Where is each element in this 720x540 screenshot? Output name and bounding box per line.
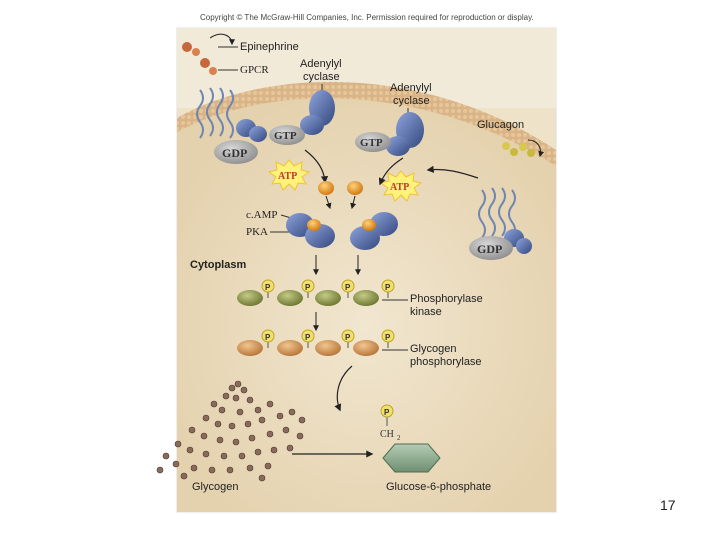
phosphorylase-kinase-line2: kinase [410,306,442,318]
phosphate-label: P [305,283,311,292]
glycogen-phosphorylase-line1: Glycogen [410,343,456,355]
glycogen-label: Glycogen [192,481,238,493]
phosphorylase-kinase-row [237,290,379,306]
arrow-ac-left-to-camp [304,149,329,184]
glycogen-cluster [156,380,306,482]
camp-label: c.AMP [246,209,277,221]
arrow-glucagon-bind [527,139,545,158]
g-protein-left: GDP [214,119,267,164]
adenylyl-cyclase-right-line1: Adenylyl [390,82,432,94]
phosphate-label: P [385,283,391,292]
gdp-left-label: GDP [222,146,247,160]
adenylyl-cyclase-left-line2: cyclase [303,71,340,83]
gpcr-receptor-left [196,87,234,139]
adenylyl-cyclase-left [300,90,335,135]
glucagon-ligand [502,142,535,157]
g6p-phosphate-label: P [384,408,390,417]
gtp-badge-right: GTP [355,132,391,152]
pka-label: PKA [246,226,268,238]
atp-left-label: ATP [278,171,297,182]
phosphate-label: P [385,333,391,342]
g-protein-right: GDP [469,229,532,260]
arrow-phosphorylase-to-glycogen [334,365,353,412]
glycogen-phosphorylase-line2: phosphorylase [410,356,482,368]
camp-molecules [318,181,363,195]
phosphate-label: P [265,283,271,292]
phosphate-label: P [305,333,311,342]
arrow-glucagon-to-ac [426,165,479,179]
gpcr-label: GPCR [240,64,269,76]
ch2-label: CH [380,429,394,440]
atp-burst-left: ATP [267,159,311,191]
phosphate-tags-phosphorylase: P P P P [261,329,395,348]
phosphorylase-kinase-line1: Phosphorylase [410,293,483,305]
slide-number: 17 [660,497,676,513]
gtp-badge-left: GTP [269,125,305,145]
atp-right-label: ATP [390,182,409,193]
phosphate-label: P [265,333,271,342]
pka-right [350,212,398,250]
phosphate-tags-kinase: P P P P [261,279,395,298]
phosphate-label: P [345,333,351,342]
gtp-right-label: GTP [360,137,383,149]
pka-left [286,213,335,248]
glucagon-label: Glucagon [477,119,524,131]
adenylyl-cyclase-left-line1: Adenylyl [300,58,342,70]
adenylyl-cyclase-right [386,112,424,156]
gtp-left-label: GTP [274,130,297,142]
epinephrine-label: Epinephrine [240,41,299,53]
gdp-right-label: GDP [477,242,502,256]
arrow-ac-right-to-camp [378,157,404,186]
phosphate-label: P [345,283,351,292]
arrow-epinephrine-bind [209,33,235,46]
epinephrine-ligand [182,42,217,75]
glucose-6-phosphate-molecule: P CH 2 [380,404,441,473]
cytoplasm-label: Cytoplasm [190,259,246,271]
glucose-6-phosphate-label: Glucose-6-phosphate [386,481,491,493]
glycogen-phosphorylase-row [237,340,379,356]
copyright-notice: Copyright © The McGraw-Hill Companies, I… [200,13,534,22]
adenylyl-cyclase-right-line2: cyclase [393,95,430,107]
atp-burst-right: ATP [379,170,423,202]
ch2-subscript: 2 [397,434,401,442]
